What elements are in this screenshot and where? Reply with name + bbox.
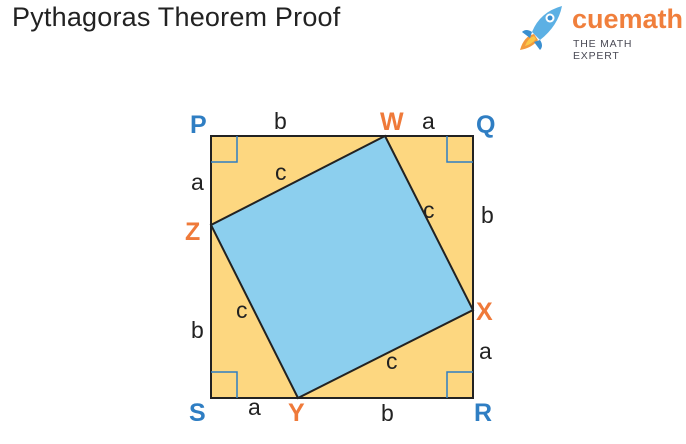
label-right-b: b (481, 202, 494, 228)
right-angle-marker-s (211, 371, 238, 398)
label-left-a: a (191, 169, 204, 195)
vertex-q: Q (476, 111, 495, 139)
inner-square-wxyz (209, 134, 475, 400)
vertex-r: R (474, 399, 492, 427)
vertex-p: P (190, 111, 207, 139)
page-title: Pythagoras Theorem Proof (12, 2, 341, 32)
right-angle-marker-p (211, 136, 238, 163)
label-top-a: a (422, 108, 435, 134)
rocket-icon (520, 6, 562, 50)
label-right-a: a (479, 338, 492, 364)
label-left-b: b (191, 317, 204, 343)
vertex-x: X (476, 298, 493, 326)
label-bottom-a: a (248, 394, 261, 420)
label-c-yz: c (236, 297, 248, 323)
brand-name: cuemath (572, 4, 684, 34)
vertex-y: Y (288, 399, 305, 427)
label-bottom-b: b (381, 400, 394, 426)
right-angle-marker-q (446, 136, 473, 163)
label-top-b: b (274, 108, 287, 134)
right-angle-marker-r (446, 371, 473, 398)
vertex-w: W (380, 108, 404, 136)
vertex-s: S (189, 399, 206, 427)
label-c-xy: c (386, 348, 398, 374)
label-c-zw: c (275, 159, 287, 185)
brand-logo: cuemath THE MATH EXPERT (512, 2, 684, 62)
vertex-z: Z (185, 218, 200, 246)
label-c-wx: c (423, 197, 435, 223)
brand-tagline: THE MATH EXPERT (573, 38, 633, 62)
